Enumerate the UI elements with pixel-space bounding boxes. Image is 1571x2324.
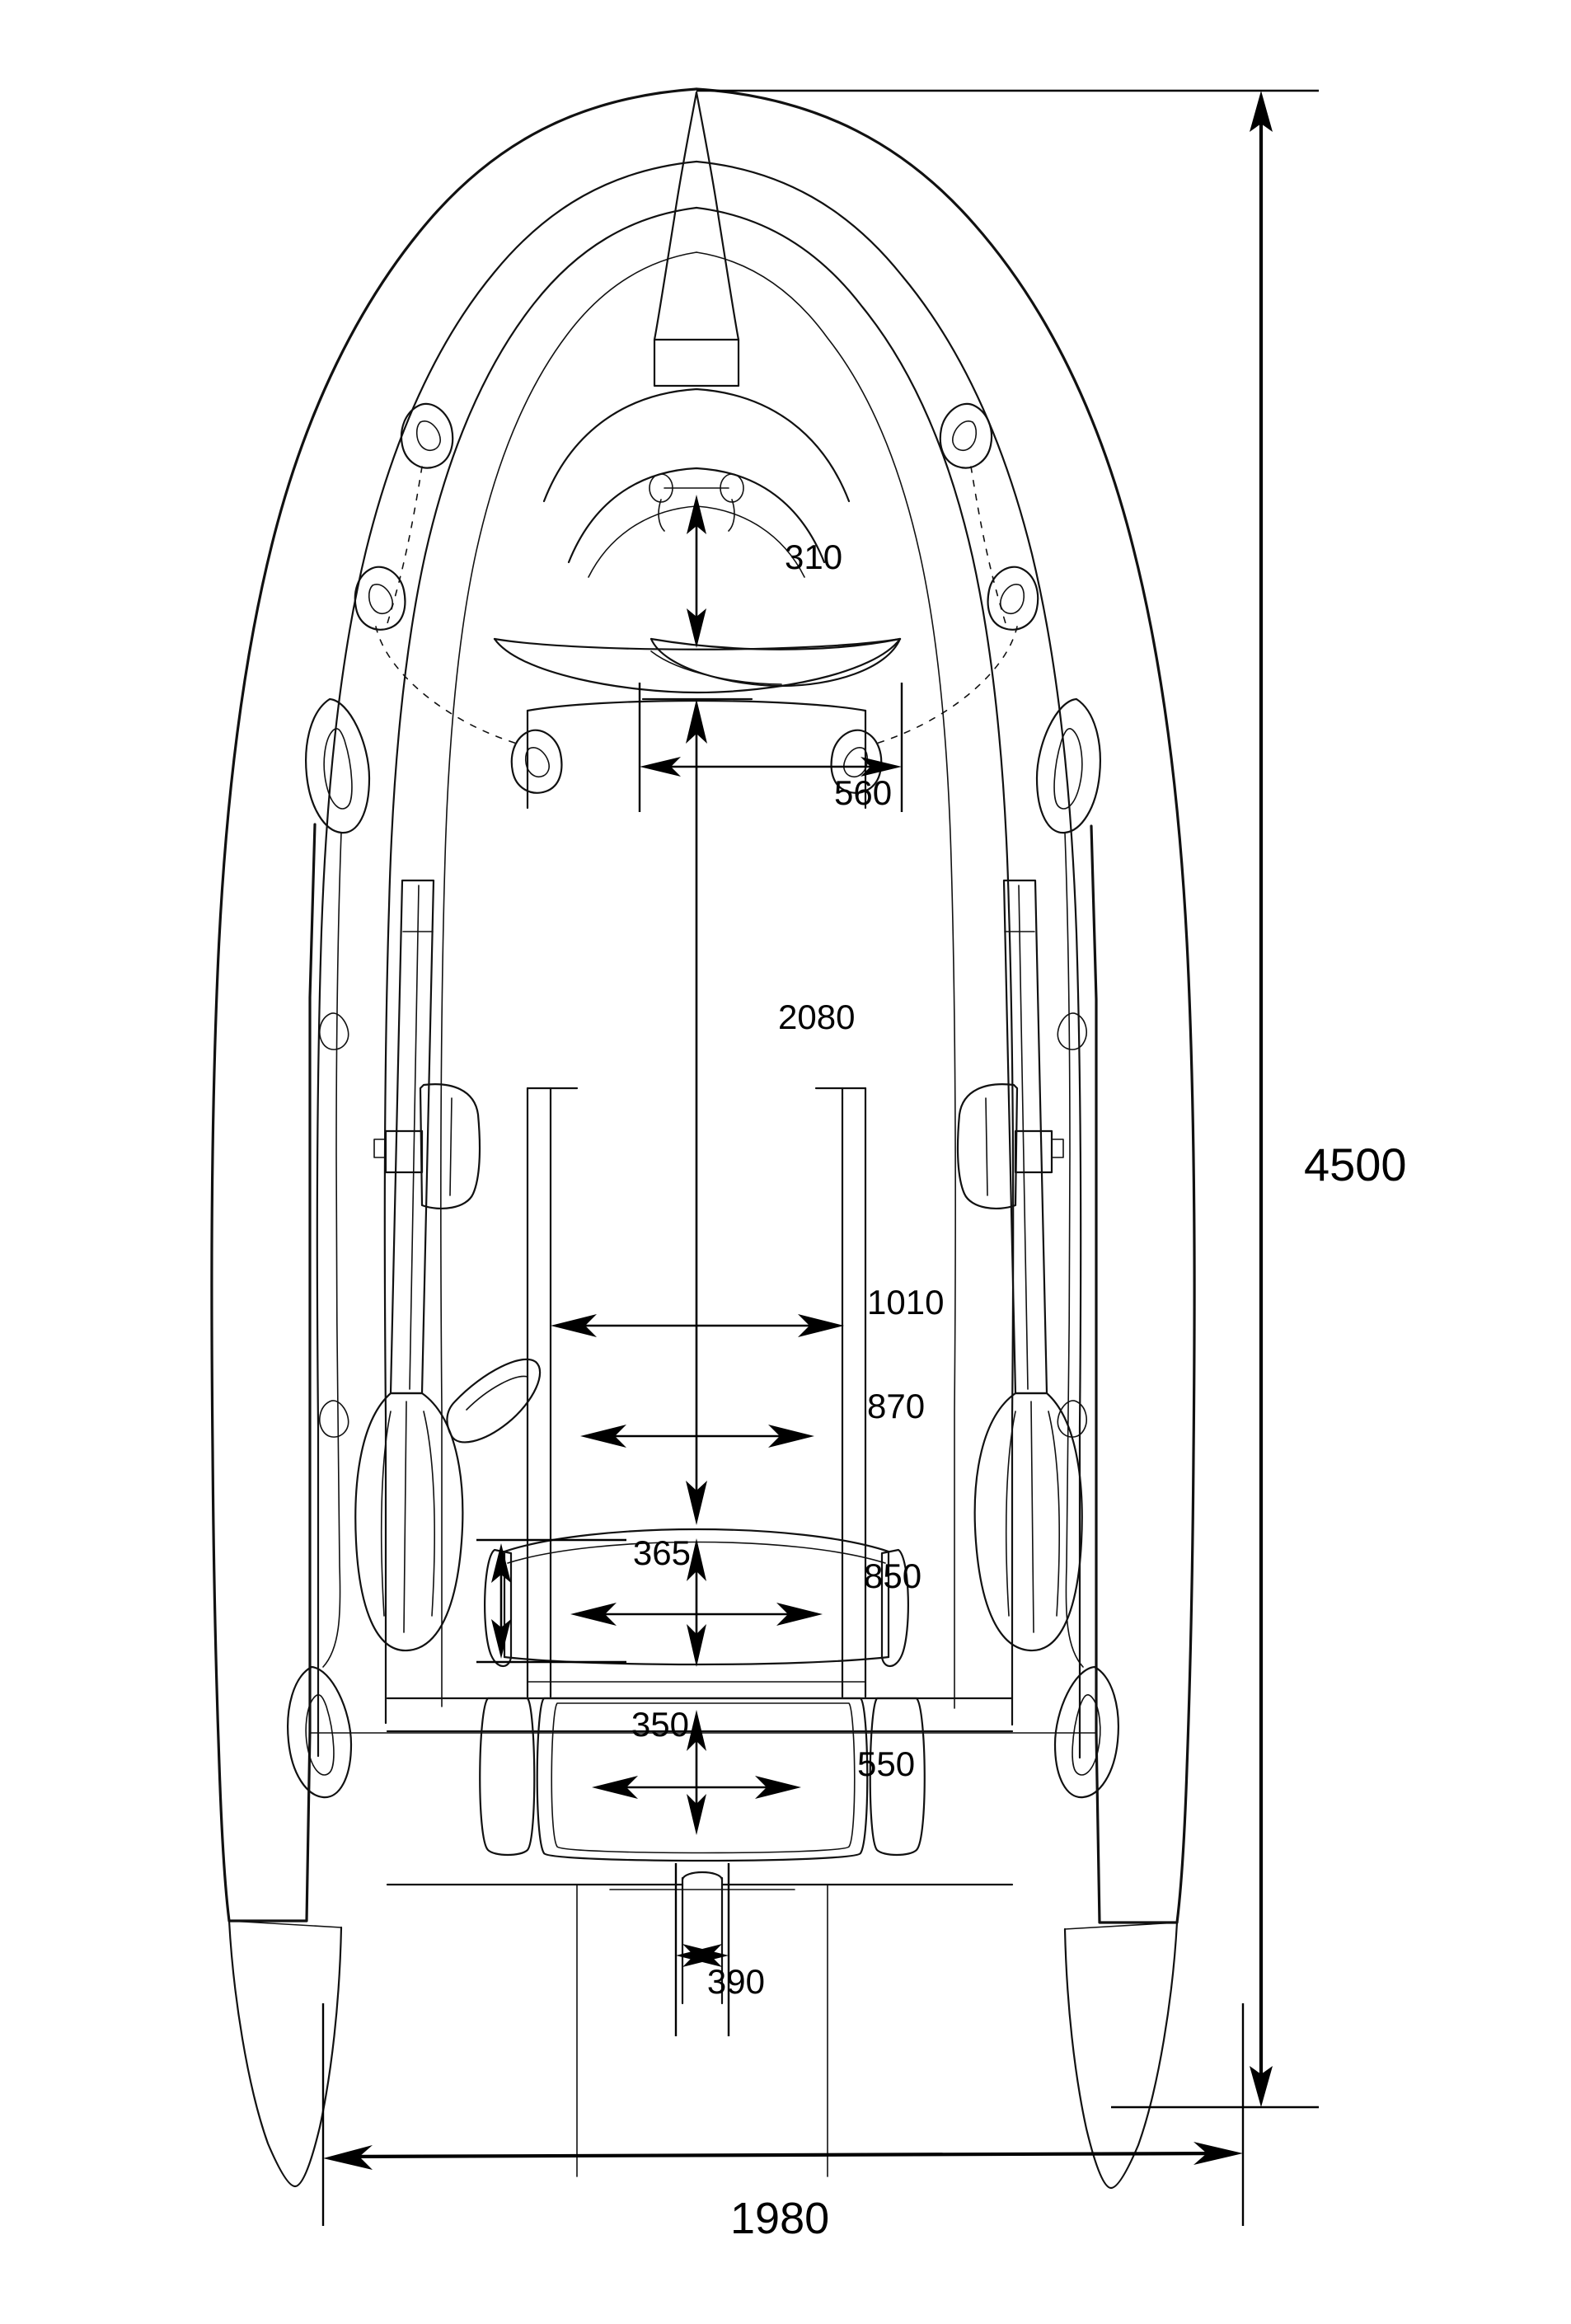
oarlock-right <box>956 1083 1064 1210</box>
dim-850 <box>570 1603 823 1626</box>
dim-label-310: 310 <box>785 538 843 576</box>
dim-560 <box>640 757 902 777</box>
dim-2080 <box>686 699 707 1525</box>
dim-390 <box>676 1944 729 1967</box>
oar-right <box>956 879 1083 1652</box>
dim-label-4500: 4500 <box>1304 1139 1407 1190</box>
dim-label-850: 850 <box>864 1556 922 1595</box>
dim-550 <box>592 1776 801 1799</box>
oar-left <box>354 879 481 1652</box>
dim-365 <box>687 1538 706 1667</box>
hull-outer-tube <box>210 87 1196 2190</box>
dim-310 <box>687 495 706 648</box>
handle-right-lower <box>1053 1665 1119 1799</box>
dim-label-350: 350 <box>631 1705 689 1744</box>
bow-grab-handle <box>649 473 744 532</box>
dim-label-870: 870 <box>867 1387 926 1425</box>
hand-pump-accessory <box>446 1358 542 1444</box>
dim-350 <box>687 1710 706 1835</box>
d-ring-right-1 <box>939 402 993 469</box>
oarlock-left <box>373 1083 481 1210</box>
dim-label-1010: 1010 <box>867 1283 945 1322</box>
bow-seat <box>493 637 902 694</box>
dim-1010 <box>551 1314 844 1337</box>
dim-4500 <box>696 89 1319 2109</box>
dim-1980 <box>321 2003 1245 2226</box>
dim-870 <box>580 1425 814 1448</box>
dim-label-390: 390 <box>706 1962 765 2001</box>
d-ring-left-3 <box>510 729 563 794</box>
dim-label-365: 365 <box>632 1533 691 1572</box>
tube-d-rings <box>354 402 1039 794</box>
dim-label-560: 560 <box>834 773 893 812</box>
keel-seams <box>576 1884 828 2177</box>
dim-label-1980: 1980 <box>730 2194 830 2243</box>
dim-label-2080: 2080 <box>778 998 856 1036</box>
d-ring-right-2 <box>987 566 1039 631</box>
dim-365-offset <box>476 1538 626 1664</box>
handle-left-lower <box>287 1665 353 1799</box>
tube-lace-line <box>319 832 1087 1668</box>
dim-label-550: 550 <box>857 1744 916 1783</box>
d-ring-left-1 <box>400 402 454 469</box>
hull-inner-tube-line <box>316 160 1082 1759</box>
handle-right-upper <box>1035 697 1101 834</box>
transom-assembly <box>309 1697 1097 2036</box>
d-ring-left-2 <box>354 566 406 631</box>
floorboard-rails <box>526 1087 867 1698</box>
